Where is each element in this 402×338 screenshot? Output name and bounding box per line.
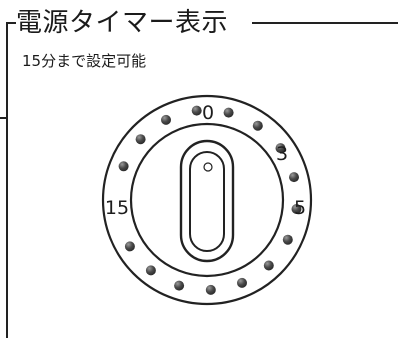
indicator-dot [275,143,286,154]
indicator-dot [174,280,185,291]
indicator-dot [289,172,299,183]
indicator-dot [161,114,171,125]
indicator-dots [118,105,302,295]
section-bracket-connector [0,117,8,119]
dial-label-15: 15 [105,197,129,219]
indicator-dot [205,284,216,295]
indicator-dot [223,107,234,118]
section-title: 電源タイマー表示 [16,8,229,38]
knob-pointer-mark [203,162,213,172]
indicator-dot [237,277,247,288]
timer-knob[interactable] [179,139,235,263]
indicator-dot [191,105,202,116]
indicator-dot [124,241,135,252]
section-bracket-top-left [6,22,16,24]
dial-label-5: 5 [294,197,306,219]
indicator-dot [282,234,293,245]
indicator-dot [135,134,146,145]
indicator-dot [145,265,156,276]
section-bracket-left [6,22,8,338]
dial-label-3: 3 [276,143,288,165]
section-bracket-top-right [252,22,398,24]
indicator-dot [118,161,129,172]
indicator-dot [291,204,302,214]
knob-grip [189,151,225,252]
dial-label-0: 0 [202,102,214,124]
timer-range-note: 15分まで設定可能 [22,52,147,70]
indicator-dot [263,260,274,271]
indicator-dot [252,120,263,131]
